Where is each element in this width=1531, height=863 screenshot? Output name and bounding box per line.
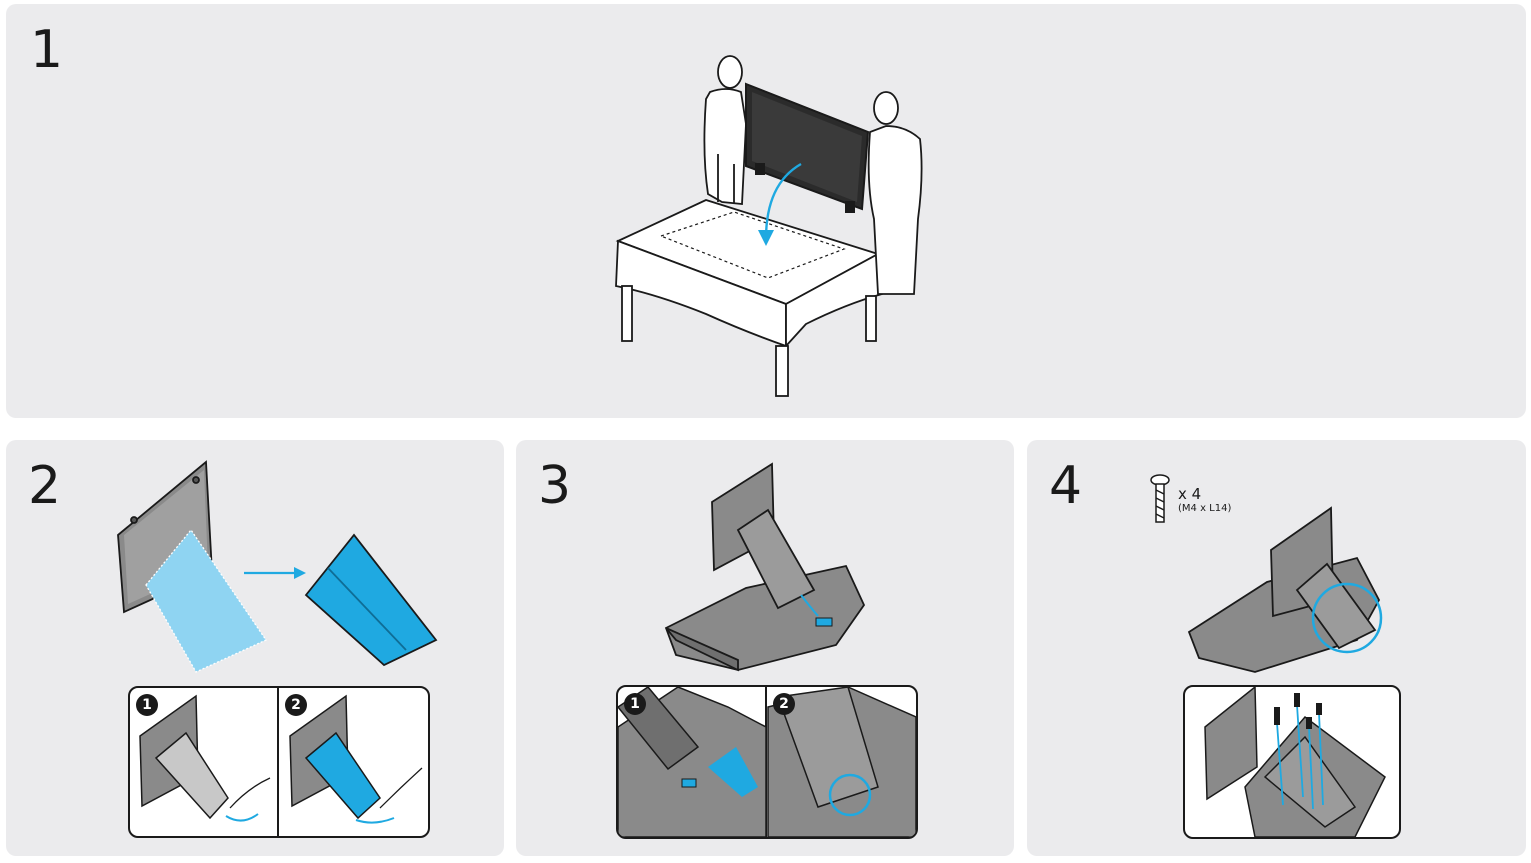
stand-slot-highlight bbox=[815, 617, 833, 627]
arrow-icon bbox=[244, 567, 306, 579]
screw-label: x 4 (M4 x L14) bbox=[1178, 486, 1231, 515]
step-4-number: 4 bbox=[1049, 456, 1083, 516]
step-1-illustration bbox=[615, 55, 923, 397]
step-4-illustration bbox=[1150, 474, 1383, 673]
highlight-circle bbox=[1311, 582, 1383, 654]
person-right bbox=[867, 91, 923, 295]
step-2-detail-art bbox=[139, 688, 423, 836]
step-2-detail-inset: 1 2 bbox=[128, 686, 430, 838]
screw-spec: (M4 x L14) bbox=[1178, 502, 1232, 514]
step-3-detail-art bbox=[618, 687, 916, 837]
step-4-detail-art bbox=[1204, 687, 1386, 837]
person-left bbox=[703, 55, 747, 205]
sub-step-2-badge: 2 bbox=[285, 694, 307, 716]
stand-cover-light bbox=[145, 528, 267, 673]
step-4-detail-inset bbox=[1183, 685, 1401, 839]
stand-neck bbox=[711, 462, 816, 610]
step-2-illustration bbox=[117, 460, 438, 673]
screw-count: x 4 bbox=[1178, 485, 1202, 503]
step-3-detail-inset: 1 2 bbox=[616, 685, 918, 839]
step-3-illustration bbox=[664, 462, 866, 672]
sub-step-1-badge: 1 bbox=[136, 694, 158, 716]
step-2-number: 2 bbox=[28, 456, 62, 516]
step-3-panel: 3 1 2 bbox=[516, 440, 1014, 856]
step-1-number: 1 bbox=[30, 20, 64, 80]
tv-illustration bbox=[745, 82, 870, 213]
step-3-number: 3 bbox=[538, 456, 572, 516]
arrow-icon bbox=[800, 594, 819, 617]
stand-neck bbox=[1270, 506, 1377, 650]
step-1-panel: 1 bbox=[6, 4, 1526, 418]
table-illustration bbox=[615, 199, 883, 397]
cover-piece bbox=[304, 533, 438, 667]
step-4-panel: 4 x 4 (M4 x L14) bbox=[1027, 440, 1526, 856]
screw-icon bbox=[1274, 693, 1322, 729]
arrow-icon bbox=[758, 162, 802, 246]
stand-base bbox=[664, 564, 866, 672]
screw-icon bbox=[1150, 474, 1170, 523]
sub-step-2-badge: 2 bbox=[773, 693, 795, 715]
sub-step-1-badge: 1 bbox=[624, 693, 646, 715]
step-2-panel: 2 bbox=[6, 440, 504, 856]
